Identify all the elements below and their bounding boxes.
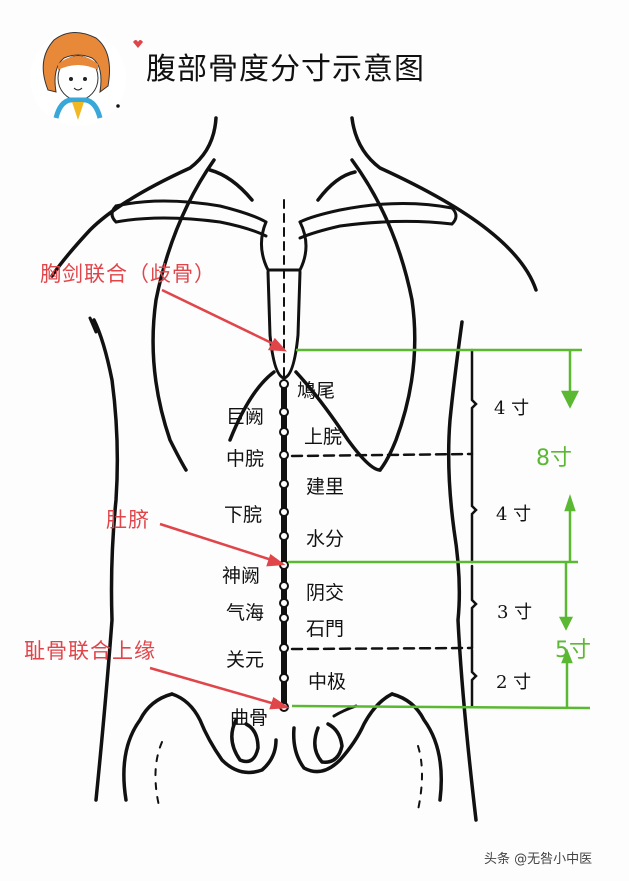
point-jiuwei: 鳩尾 bbox=[297, 380, 336, 402]
label-navel: 肚脐 bbox=[106, 508, 150, 532]
segment-upper-2: 4 寸 bbox=[496, 504, 532, 525]
total-lower: 5寸 bbox=[555, 638, 591, 663]
segment-lower-1: 3 寸 bbox=[497, 602, 533, 623]
point-qugu: 曲骨 bbox=[230, 707, 269, 729]
segment-upper-1: 4 寸 bbox=[494, 398, 530, 419]
label-pubic-symphysis: 耻骨联合上缘 bbox=[24, 639, 156, 663]
point-shangwan: 上脘 bbox=[304, 426, 343, 448]
point-zhongwan: 中脘 bbox=[226, 448, 265, 470]
point-jianli: 建里 bbox=[306, 476, 345, 498]
diagram-title: 腹部骨度分寸示意图 bbox=[146, 52, 425, 87]
point-shenque: 神阙 bbox=[222, 565, 261, 587]
point-yinjiao: 阴交 bbox=[306, 582, 345, 604]
point-shuifen: 水分 bbox=[306, 528, 345, 550]
point-qihai: 气海 bbox=[226, 602, 265, 624]
label-xiphisternal-junction: 胸剑联合（歧骨） bbox=[40, 262, 216, 286]
point-guanyuan: 关元 bbox=[226, 649, 265, 671]
avatar-icon bbox=[30, 30, 143, 126]
total-upper: 8寸 bbox=[536, 446, 572, 471]
point-shimen: 石門 bbox=[306, 618, 345, 640]
point-zhongji: 中极 bbox=[308, 671, 347, 693]
annotation-arrows bbox=[149, 288, 290, 710]
segment-lower-2: 2 寸 bbox=[496, 672, 532, 693]
point-juque: 巨阙 bbox=[226, 406, 265, 428]
point-xiawan: 下脘 bbox=[224, 504, 263, 526]
measure-lines bbox=[288, 348, 591, 710]
watermark: 头条 @无咎小中医 bbox=[484, 852, 593, 867]
